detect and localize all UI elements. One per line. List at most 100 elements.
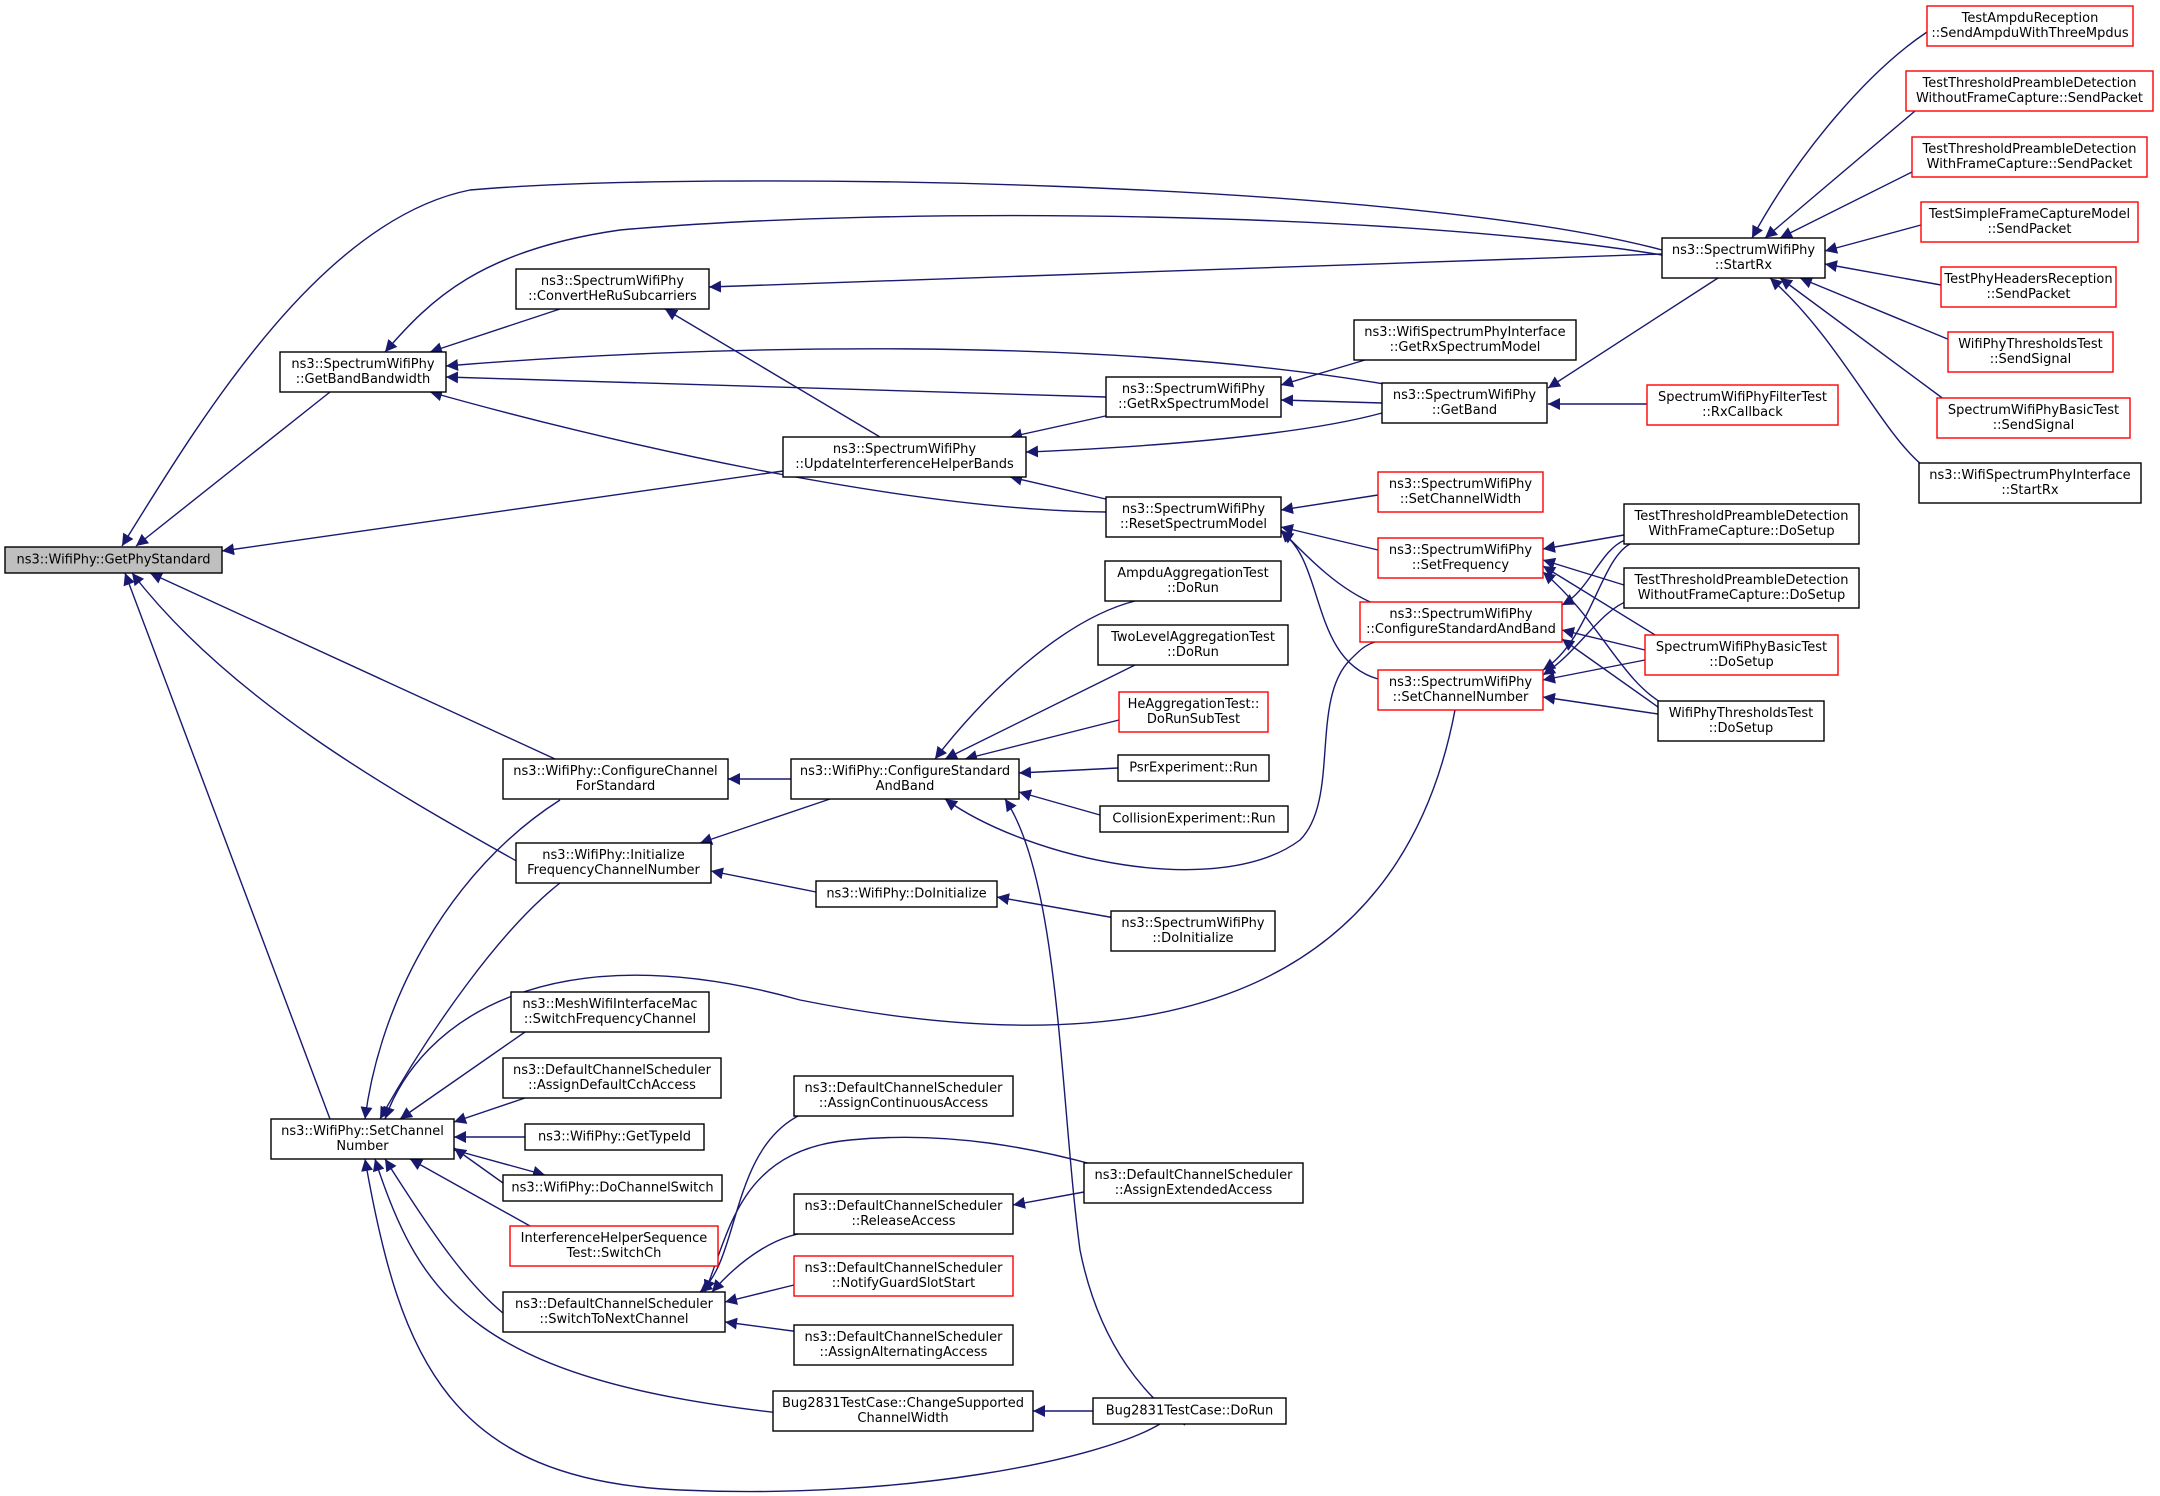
node-box [1092, 1397, 1287, 1425]
node-label: SpectrumWifiPhyBasicTest [1948, 403, 2119, 418]
node-label: ns3::WifiPhy::Initialize [542, 848, 684, 863]
node-AmpduAggDoRun[interactable]: AmpduAggregationTest::DoRun [1104, 560, 1282, 602]
node-label: ::SetChannelNumber [1393, 690, 1529, 705]
node-SimpleFCSend[interactable]: TestSimpleFrameCaptureModel::SendPacket [1920, 201, 2139, 243]
node-TTPDWithFCSend[interactable]: TestThresholdPreambleDetectionWithFrameC… [1911, 136, 2148, 178]
edge-UpdateIHB-to-ResetSpectrumModel [1009, 473, 1111, 501]
edge-GetBandBandwidth-to-GetRxSpectrumModel [445, 371, 1107, 398]
node-CollisionRun[interactable]: CollisionExperiment::Run [1099, 805, 1289, 833]
node-ThresholdsSendSignal[interactable]: WifiPhyThresholdsTest::SendSignal [1947, 331, 2114, 373]
edge-GetPhyStandard-to-StartRxSWP [121, 180, 1663, 547]
node-label: ::NotifyGuardSlotStart [832, 1276, 976, 1291]
node-label: ::SwitchToNextChannel [539, 1312, 688, 1327]
edge-GetBandBandwidth-to-GetBand [445, 348, 1391, 386]
node-box [1377, 537, 1544, 579]
node-box [515, 268, 710, 310]
node-WSPIStartRx[interactable]: ns3::WifiSpectrumPhyInterface::StartRx [1918, 462, 2142, 504]
node-box [1083, 1162, 1304, 1204]
edge-StartRxSWP-to-TTPDWithFCSend [1779, 171, 1913, 239]
node-box [1940, 266, 2117, 308]
node-DoChannelSwitch[interactable]: ns3::WifiPhy::DoChannelSwitch [502, 1174, 723, 1202]
node-AmpduThreeMpdus[interactable]: TestAmpduReception::SendAmpduWithThreeMp… [1926, 5, 2134, 47]
node-label: ChannelWidth [857, 1411, 948, 1426]
edge-ConfigStdBandWP-to-Bug2831DoRun [1004, 798, 1186, 1426]
node-ConfigStdBandWP[interactable]: ns3::WifiPhy::ConfigureStandardAndBand [790, 758, 1020, 800]
node-SetChannelNumberSWP[interactable]: ns3::SpectrumWifiPhy::SetChannelNumber [1377, 669, 1544, 711]
node-GetTypeId[interactable]: ns3::WifiPhy::GetTypeId [524, 1123, 705, 1151]
node-HeAggDoRunSub[interactable]: HeAggregationTest::DoRunSubTest [1118, 691, 1269, 733]
edge-ConvertHeRu-to-UpdateIHB [664, 308, 881, 438]
node-ConfigureChannelForStandard[interactable]: ns3::WifiPhy::ConfigureChannelForStandar… [502, 758, 729, 800]
node-FilterRxCallback[interactable]: SpectrumWifiPhyFilterTest::RxCallback [1646, 384, 1839, 426]
node-BasicTestDoSetup[interactable]: SpectrumWifiPhyBasicTest::DoSetup [1644, 634, 1839, 676]
node-ReleaseAccess[interactable]: ns3::DefaultChannelScheduler::ReleaseAcc… [793, 1193, 1014, 1235]
node-BasicTestSendSignal[interactable]: SpectrumWifiPhyBasicTest::SendSignal [1936, 397, 2131, 439]
node-SwitchToNext[interactable]: ns3::DefaultChannelScheduler::SwitchToNe… [502, 1291, 726, 1333]
node-TwoLevelDoRun[interactable]: TwoLevelAggregationTest::DoRun [1097, 624, 1289, 666]
node-AssignContinuous[interactable]: ns3::DefaultChannelScheduler::AssignCont… [793, 1075, 1014, 1117]
node-label: ::SetFrequency [1412, 558, 1510, 573]
node-box [1110, 910, 1276, 952]
node-TTPDWithFCSetup[interactable]: TestThresholdPreambleDetectionWithFrameC… [1623, 503, 1860, 545]
edge-ConfigStdBandWP-to-HeAggDoRunSub [964, 719, 1120, 762]
node-NotifyGuard[interactable]: ns3::DefaultChannelScheduler::NotifyGuar… [793, 1255, 1014, 1297]
node-Bug2831Change[interactable]: Bug2831TestCase::ChangeSupportedChannelW… [772, 1390, 1034, 1432]
node-label: ::ResetSpectrumModel [1120, 517, 1267, 532]
node-SetChannelWidth[interactable]: ns3::SpectrumWifiPhy::SetChannelWidth [1377, 471, 1544, 513]
edge-ConfigStdBandWP-to-AmpduAggDoRun [934, 600, 1136, 760]
node-label: ::RxCallback [1702, 405, 1783, 420]
node-PsrRun[interactable]: PsrExperiment::Run [1117, 754, 1270, 782]
node-label: ::SendSignal [1993, 418, 2074, 433]
node-box [1377, 471, 1544, 513]
node-label: ::DoInitialize [1152, 931, 1233, 946]
edge-SwitchToNext-to-AssignContinuous [699, 1114, 801, 1293]
node-StartRxSWP[interactable]: ns3::SpectrumWifiPhy::StartRx [1661, 237, 1826, 279]
node-GetPhyStandard[interactable]: ns3::WifiPhy::GetPhyStandard [4, 546, 223, 574]
node-ThresholdsDoSetup[interactable]: WifiPhyThresholdsTest::DoSetup [1657, 700, 1825, 742]
node-label: HeAggregationTest:: [1128, 697, 1260, 712]
edge-GetBandBandwidth-to-StartRxSWP [384, 214, 1663, 353]
node-ConvertHeRu[interactable]: ns3::SpectrumWifiPhy::ConvertHeRuSubcarr… [515, 268, 710, 310]
node-box [1920, 201, 2139, 243]
node-InitFreqChNum[interactable]: ns3::WifiPhy::InitializeFrequencyChannel… [515, 842, 712, 884]
node-DoInitializeWP[interactable]: ns3::WifiPhy::DoInitialize [815, 880, 998, 908]
node-box [502, 1291, 726, 1333]
edge-GetBand-to-StartRxSWP [1547, 277, 1719, 389]
node-box [270, 1118, 455, 1160]
node-Bug2831DoRun[interactable]: Bug2831TestCase::DoRun [1092, 1397, 1287, 1425]
node-AssignExtended[interactable]: ns3::DefaultChannelScheduler::AssignExte… [1083, 1162, 1304, 1204]
edge-ResetSpectrumModel-to-SetFrequency [1280, 523, 1379, 551]
node-PhyHeadersSend[interactable]: TestPhyHeadersReception::SendPacket [1940, 266, 2117, 308]
node-label: ::AssignExtendedAccess [1115, 1183, 1273, 1198]
node-ResetSpectrumModel[interactable]: ns3::SpectrumWifiPhy::ResetSpectrumModel [1105, 496, 1282, 538]
node-UpdateIHB[interactable]: ns3::SpectrumWifiPhy::UpdateInterference… [782, 436, 1027, 478]
node-box [1359, 601, 1563, 643]
node-AssignDefaultCch[interactable]: ns3::DefaultChannelScheduler::AssignDefa… [502, 1057, 722, 1099]
node-box [515, 842, 712, 884]
node-label: ::StartRx [1715, 258, 1773, 273]
edge-SetChannelNumberWP-to-ConfigureChannelForStandard [360, 799, 561, 1120]
node-SetFrequency[interactable]: ns3::SpectrumWifiPhy::SetFrequency [1377, 537, 1544, 579]
node-WSPIGetRx[interactable]: ns3::WifiSpectrumPhyInterface::GetRxSpec… [1353, 319, 1577, 361]
edge-GetBandBandwidth-to-ResetSpectrumModel [429, 389, 1107, 513]
node-box [524, 1123, 705, 1151]
edge-SetChannelNumberSWP-to-TTPDWithoutFCSetup [1542, 599, 1631, 676]
node-DoInitializeSWP[interactable]: ns3::SpectrumWifiPhy::DoInitialize [1110, 910, 1276, 952]
node-AssignAlternating[interactable]: ns3::DefaultChannelScheduler::AssignAlte… [793, 1324, 1014, 1366]
node-label: ns3::DefaultChannelScheduler [805, 1199, 1004, 1214]
node-label: ::GetRxSpectrumModel [1390, 340, 1541, 355]
node-GetBand[interactable]: ns3::SpectrumWifiPhy::GetBand [1381, 382, 1548, 424]
node-label: ::SendPacket [1986, 287, 2070, 302]
node-box [1099, 805, 1289, 833]
node-label: WifiPhyThresholdsTest [1669, 706, 1814, 721]
node-ConfigStdBandSWP[interactable]: ns3::SpectrumWifiPhy::ConfigureStandardA… [1359, 601, 1563, 643]
node-label: ns3::WifiPhy::SetChannel [281, 1124, 444, 1139]
node-TTPDWithoutFCSetup[interactable]: TestThresholdPreambleDetectionWithoutFra… [1623, 567, 1860, 609]
node-TTPDWithoutFCSend[interactable]: TestThresholdPreambleDetectionWithoutFra… [1905, 70, 2154, 112]
node-SetChannelNumberWP[interactable]: ns3::WifiPhy::SetChannelNumber [270, 1118, 455, 1160]
node-MeshSwitch[interactable]: ns3::MeshWifiInterfaceMac::SwitchFrequen… [510, 991, 710, 1033]
node-GetRxSpectrumModel[interactable]: ns3::SpectrumWifiPhy::GetRxSpectrumModel [1105, 376, 1282, 418]
node-label: ForStandard [576, 779, 655, 794]
node-GetBandBandwidth[interactable]: ns3::SpectrumWifiPhy::GetBandBandwidth [279, 351, 447, 393]
